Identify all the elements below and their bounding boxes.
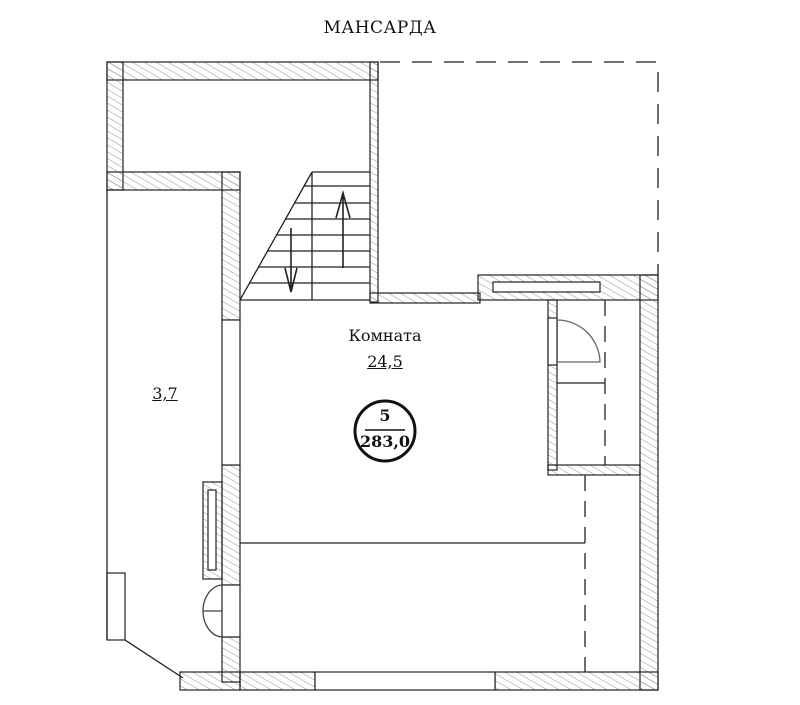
wall bbox=[494, 671, 659, 691]
door-swing bbox=[202, 584, 223, 638]
room-area: 24,5 bbox=[367, 352, 403, 371]
window bbox=[314, 671, 496, 691]
arrow-up-icon bbox=[335, 190, 351, 268]
door-frame bbox=[221, 584, 241, 638]
window bbox=[207, 489, 217, 571]
wall bbox=[547, 464, 641, 476]
left-room-area: 3,7 bbox=[152, 384, 178, 403]
staircase bbox=[239, 171, 370, 301]
wall bbox=[369, 61, 379, 303]
arrow-down-icon bbox=[284, 228, 298, 293]
wall bbox=[221, 464, 241, 586]
badge-total-area: 283,0 bbox=[359, 432, 411, 451]
badge-number: 5 bbox=[379, 406, 391, 425]
cabinet bbox=[106, 572, 126, 641]
wall bbox=[106, 61, 379, 81]
door-frame bbox=[547, 317, 558, 366]
wall bbox=[221, 636, 241, 683]
window bbox=[492, 281, 601, 293]
wall bbox=[106, 61, 124, 191]
wall bbox=[221, 171, 241, 321]
wall bbox=[639, 274, 659, 691]
wall bbox=[239, 671, 316, 691]
dashed-outline bbox=[380, 61, 659, 275]
room-name: Комната bbox=[348, 326, 422, 345]
wall bbox=[106, 171, 241, 191]
floor-title: МАНСАРДА bbox=[323, 18, 437, 38]
window bbox=[221, 319, 241, 466]
wall bbox=[369, 292, 481, 304]
room-badge bbox=[353, 399, 417, 463]
door-swing bbox=[556, 319, 601, 363]
